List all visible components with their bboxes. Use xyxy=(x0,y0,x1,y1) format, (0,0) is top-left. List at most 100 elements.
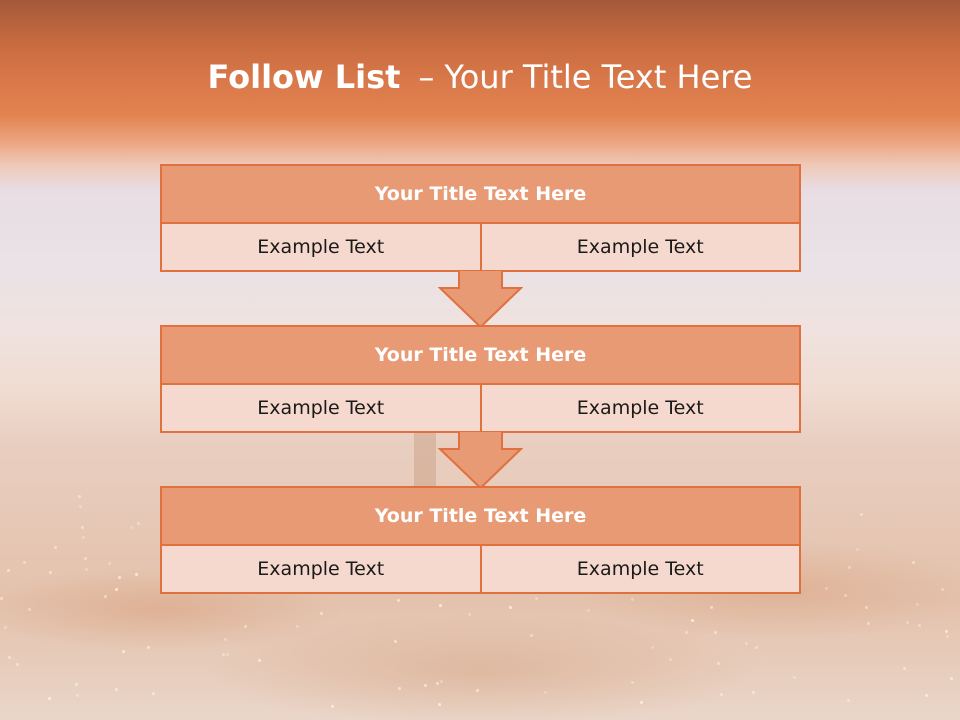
city-light xyxy=(49,571,53,575)
city-light xyxy=(121,650,125,654)
city-light xyxy=(258,658,262,662)
down-arrow-icon xyxy=(438,270,523,328)
city-light xyxy=(54,546,58,550)
city-light xyxy=(945,629,949,633)
city-light xyxy=(640,701,644,705)
city-light xyxy=(396,599,400,603)
city-light xyxy=(630,681,634,685)
slide-title: Follow List – Your Title Text Here xyxy=(0,52,960,102)
city-light xyxy=(104,595,108,599)
city-light xyxy=(320,612,324,616)
city-light xyxy=(744,642,748,646)
city-light xyxy=(398,686,402,690)
city-light xyxy=(82,536,86,540)
city-light xyxy=(918,624,922,628)
city-light xyxy=(855,548,859,552)
city-light xyxy=(631,598,635,602)
city-light xyxy=(393,639,397,643)
step-3-right-cell: Example Text xyxy=(479,546,800,592)
city-light xyxy=(691,619,695,623)
city-light xyxy=(439,680,443,684)
step-title-3: Your Title Text Here xyxy=(162,488,799,546)
city-light xyxy=(135,573,139,577)
city-light xyxy=(75,683,79,687)
city-light xyxy=(535,597,539,601)
city-light xyxy=(3,626,7,630)
city-light xyxy=(107,562,111,566)
city-light xyxy=(793,675,797,679)
city-light xyxy=(437,702,441,706)
city-light xyxy=(754,645,758,649)
city-light xyxy=(15,662,19,666)
city-light xyxy=(508,606,512,610)
city-light xyxy=(222,652,226,656)
city-light xyxy=(945,634,949,638)
slide-title-rest: Your Title Text Here xyxy=(444,58,753,96)
city-light xyxy=(114,687,118,691)
city-light xyxy=(147,645,151,649)
step-1-right-cell: Example Text xyxy=(479,224,800,270)
step-block-1: Your Title Text Here Example Text Exampl… xyxy=(160,164,801,272)
city-light xyxy=(709,606,713,609)
city-light xyxy=(544,691,548,694)
city-light xyxy=(846,698,850,702)
slide-title-separator: – xyxy=(418,58,435,96)
city-light xyxy=(224,637,228,641)
city-light xyxy=(152,692,156,696)
city-light xyxy=(916,603,920,607)
city-light xyxy=(23,561,26,565)
church-tower xyxy=(414,430,436,490)
city-light xyxy=(0,597,4,601)
step-title-1: Your Title Text Here xyxy=(162,166,799,224)
step-block-3: Your Title Text Here Example Text Exampl… xyxy=(160,486,801,594)
city-light xyxy=(6,569,10,573)
city-light xyxy=(476,689,480,693)
city-light xyxy=(912,561,916,565)
city-light xyxy=(115,587,119,591)
city-light xyxy=(84,557,88,561)
city-light xyxy=(906,621,910,625)
city-light xyxy=(865,606,869,610)
city-light xyxy=(78,494,82,498)
city-light xyxy=(950,676,954,680)
city-light xyxy=(79,505,83,509)
city-light xyxy=(848,565,852,569)
step-block-2: Your Title Text Here Example Text Exampl… xyxy=(160,325,801,433)
city-light xyxy=(137,522,141,526)
city-light xyxy=(716,662,720,666)
step-title-2: Your Title Text Here xyxy=(162,327,799,385)
city-light xyxy=(586,608,590,612)
city-light xyxy=(331,705,335,709)
city-light xyxy=(684,630,688,634)
city-light xyxy=(118,575,122,579)
city-light xyxy=(435,681,439,685)
city-light xyxy=(81,525,85,529)
city-light xyxy=(529,633,533,637)
city-light xyxy=(924,693,928,697)
city-light xyxy=(713,630,717,634)
city-light xyxy=(859,513,863,517)
city-light xyxy=(76,693,80,697)
city-light xyxy=(8,656,12,660)
city-light xyxy=(751,691,755,695)
step-row-2: Example Text Example Text xyxy=(162,385,799,431)
step-row-3: Example Text Example Text xyxy=(162,546,799,592)
city-light xyxy=(439,603,443,607)
step-row-1: Example Text Example Text xyxy=(162,224,799,270)
down-arrow-icon xyxy=(438,431,523,489)
city-light xyxy=(47,696,51,700)
slide-title-bold: Follow List xyxy=(207,58,401,96)
city-light xyxy=(85,567,89,571)
city-light xyxy=(941,588,945,592)
city-light xyxy=(295,625,299,629)
city-light xyxy=(244,625,247,629)
city-light xyxy=(27,608,31,612)
city-light xyxy=(424,684,428,688)
step-3-left-cell: Example Text xyxy=(257,558,385,580)
city-light xyxy=(825,587,829,591)
city-light xyxy=(866,621,870,625)
city-light xyxy=(468,613,472,617)
step-2-left-cell: Example Text xyxy=(257,397,385,419)
step-2-right-cell: Example Text xyxy=(479,385,800,431)
city-light xyxy=(844,593,848,597)
